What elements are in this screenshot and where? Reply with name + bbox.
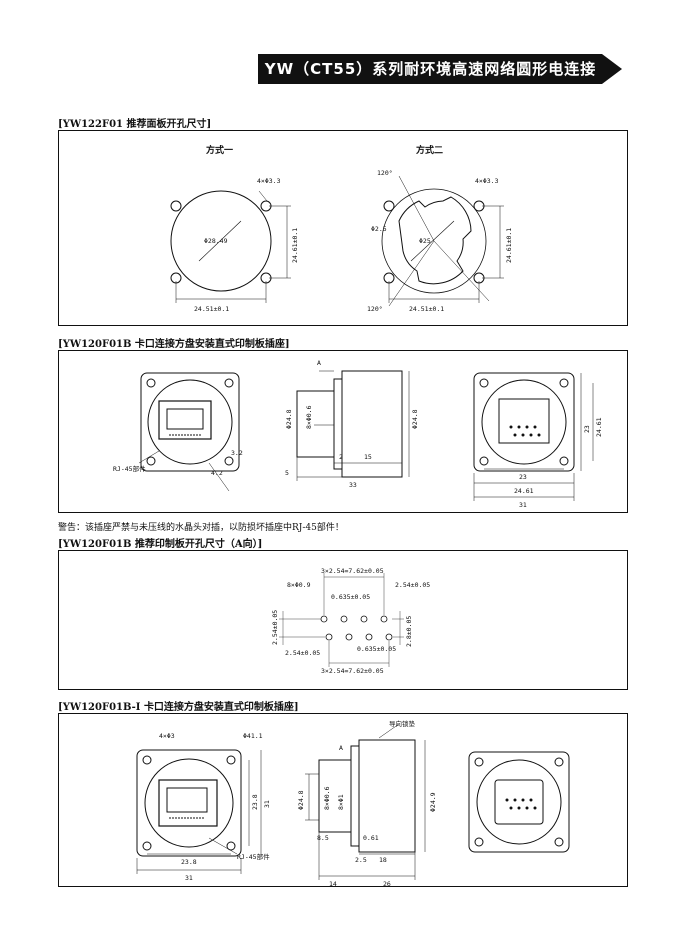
f01b-i-d85: 8.5 [317,834,329,842]
m1-pitch-dim: 24.51±0.1 [194,305,229,313]
method-1-label: 方式一 [206,144,233,156]
f01b-rj45-label: RJ-45部件 [113,464,146,473]
f01b-d248-right: Φ24.8 [411,409,419,429]
f01b-i-d061: 0.61 [363,834,379,842]
f01b-d5: 5 [285,469,289,477]
f01b-i-holes-dim: 4×Φ3 [159,732,175,740]
m1-vpitch-dim: 24.61±0.1 [291,228,299,263]
f01b-d2461: 24.61 [514,487,534,495]
f01b-i-a-label: A [339,744,343,752]
f01b-drawing: RJ-45部件 3.2 4.2 A Φ24.8 8×Φ0.6 Φ24.8 2 1… [113,359,603,509]
page-title: YW（CT55）系列耐环境高速网络圆形电连接器 [264,60,597,108]
f01b-d32: 3.2 [231,449,243,457]
f01b-i-d238: 23.8 [181,858,197,866]
section-label-f01b-i: [YW120F01B-I 卡口连接方盘安装直式印制板插座] [58,702,299,713]
m2-pitch-dim: 24.51±0.1 [409,305,444,313]
pcb-holes-dim: 8×Φ0.9 [287,581,311,589]
f01b-i-d249: Φ24.9 [429,792,437,812]
panel-cutout-drawing: 方式一 方式二 4×Φ3.3 Φ28.49 24.51±0.1 24.61±0.… [170,144,513,313]
f01b-i-d411: Φ41.1 [243,732,263,740]
m2-dia-dim: Φ25 [419,237,431,245]
pcb-left-dim: 2.54±0.05 [271,610,279,645]
pcb-bot3-dim: 3×2.54=7.62±0.05 [321,667,384,675]
f01b-i-d18: 18 [379,856,387,864]
f01b-i-d06: 8×Φ0.6 [323,786,331,810]
banner-shape [258,54,622,84]
f01b-i-d31-v: 31 [263,800,271,808]
m1-dia-dim: Φ28.49 [204,237,228,245]
f01b-d31: 31 [519,501,527,509]
pcb-offset-top: 0.635±0.05 [331,593,370,601]
f01b-d248-side: Φ24.8 [285,409,293,429]
m2-angle-bottom: 120° [367,305,383,313]
pcb-right-dim: 2.8±0.05 [405,616,413,647]
f01b-d2: 2 [339,453,343,461]
panel-cutout-box: 方式一 方式二 4×Φ3.3 Φ28.49 24.51±0.1 24.61±0.… [58,130,628,326]
method-2-label: 方式二 [416,144,443,156]
f01b-a-label: A [317,359,321,367]
title-banner: YW（CT55）系列耐环境高速网络圆形电连接器 [258,54,622,108]
pcb-pitch-dim: 2.54±0.05 [395,581,430,589]
f01b-d42: 4.2 [211,469,223,477]
f01b-d15: 15 [364,453,372,461]
section-label-panel-cutout: [YW122F01 推荐面板开孔尺寸] [58,119,212,130]
f01b-i-rj45-label: RJ-45部件 [237,852,270,861]
f01b-i-guide-label: 导向锁垫 [389,719,416,728]
f01b-d06: 8×Φ0.6 [305,405,313,429]
f01b-i-d1: 8×Φ1 [337,794,345,810]
m1-holes-dim: 4×Φ3.3 [257,177,281,185]
pcb-bot1-dim: 2.54±0.05 [285,649,320,657]
m2-angle-top: 120° [377,169,393,177]
m2-vpitch-dim: 24.61±0.1 [505,228,513,263]
pcb-cutout-drawing: 3×2.54=7.62±0.05 8×Φ0.9 2.54±0.05 0.635±… [271,567,430,675]
f01b-i-d14: 14 [329,880,337,888]
f01b-i-d26: 26 [383,880,391,888]
f01b-i-d31: 31 [185,874,193,882]
pcb-cutout-box: 3×2.54=7.62±0.05 8×Φ0.9 2.54±0.05 0.635±… [58,550,628,690]
f01b-i-box: 4×Φ3 Φ41.1 23.8 31 23.8 31 RJ-45部件 A 导向锁… [58,713,628,888]
m2-holes-dim: 4×Φ3.3 [475,177,499,185]
f01b-d2461-v: 24.61 [595,417,603,437]
f01b-d23-v: 23 [583,425,591,433]
pcb-top-dim: 3×2.54=7.62±0.05 [321,567,384,575]
f01b-d33: 33 [349,481,357,489]
f01b-i-d248: Φ24.8 [297,790,305,810]
section-label-f01b: [YW120F01B 卡口连接方盘安装直式印制板插座] [58,339,290,350]
m2-r-dim: Φ2.5 [371,225,387,233]
f01b-i-d25: 2.5 [355,856,367,864]
f01b-box: RJ-45部件 3.2 4.2 A Φ24.8 8×Φ0.6 Φ24.8 2 1… [58,350,628,513]
pcb-bot2-dim: 0.635±0.05 [357,645,396,653]
f01b-d23: 23 [519,473,527,481]
warning-note: 警告：该插座严禁与未压线的水晶头对插，以防损坏插座中RJ-45部件！ [58,523,344,533]
f01b-i-drawing: 4×Φ3 Φ41.1 23.8 31 23.8 31 RJ-45部件 A 导向锁… [136,719,570,888]
section-label-pcb-cutout: [YW120F01B 推荐印制板开孔尺寸（A向）] [58,539,263,550]
f01b-i-d238-v: 23.8 [251,794,259,810]
